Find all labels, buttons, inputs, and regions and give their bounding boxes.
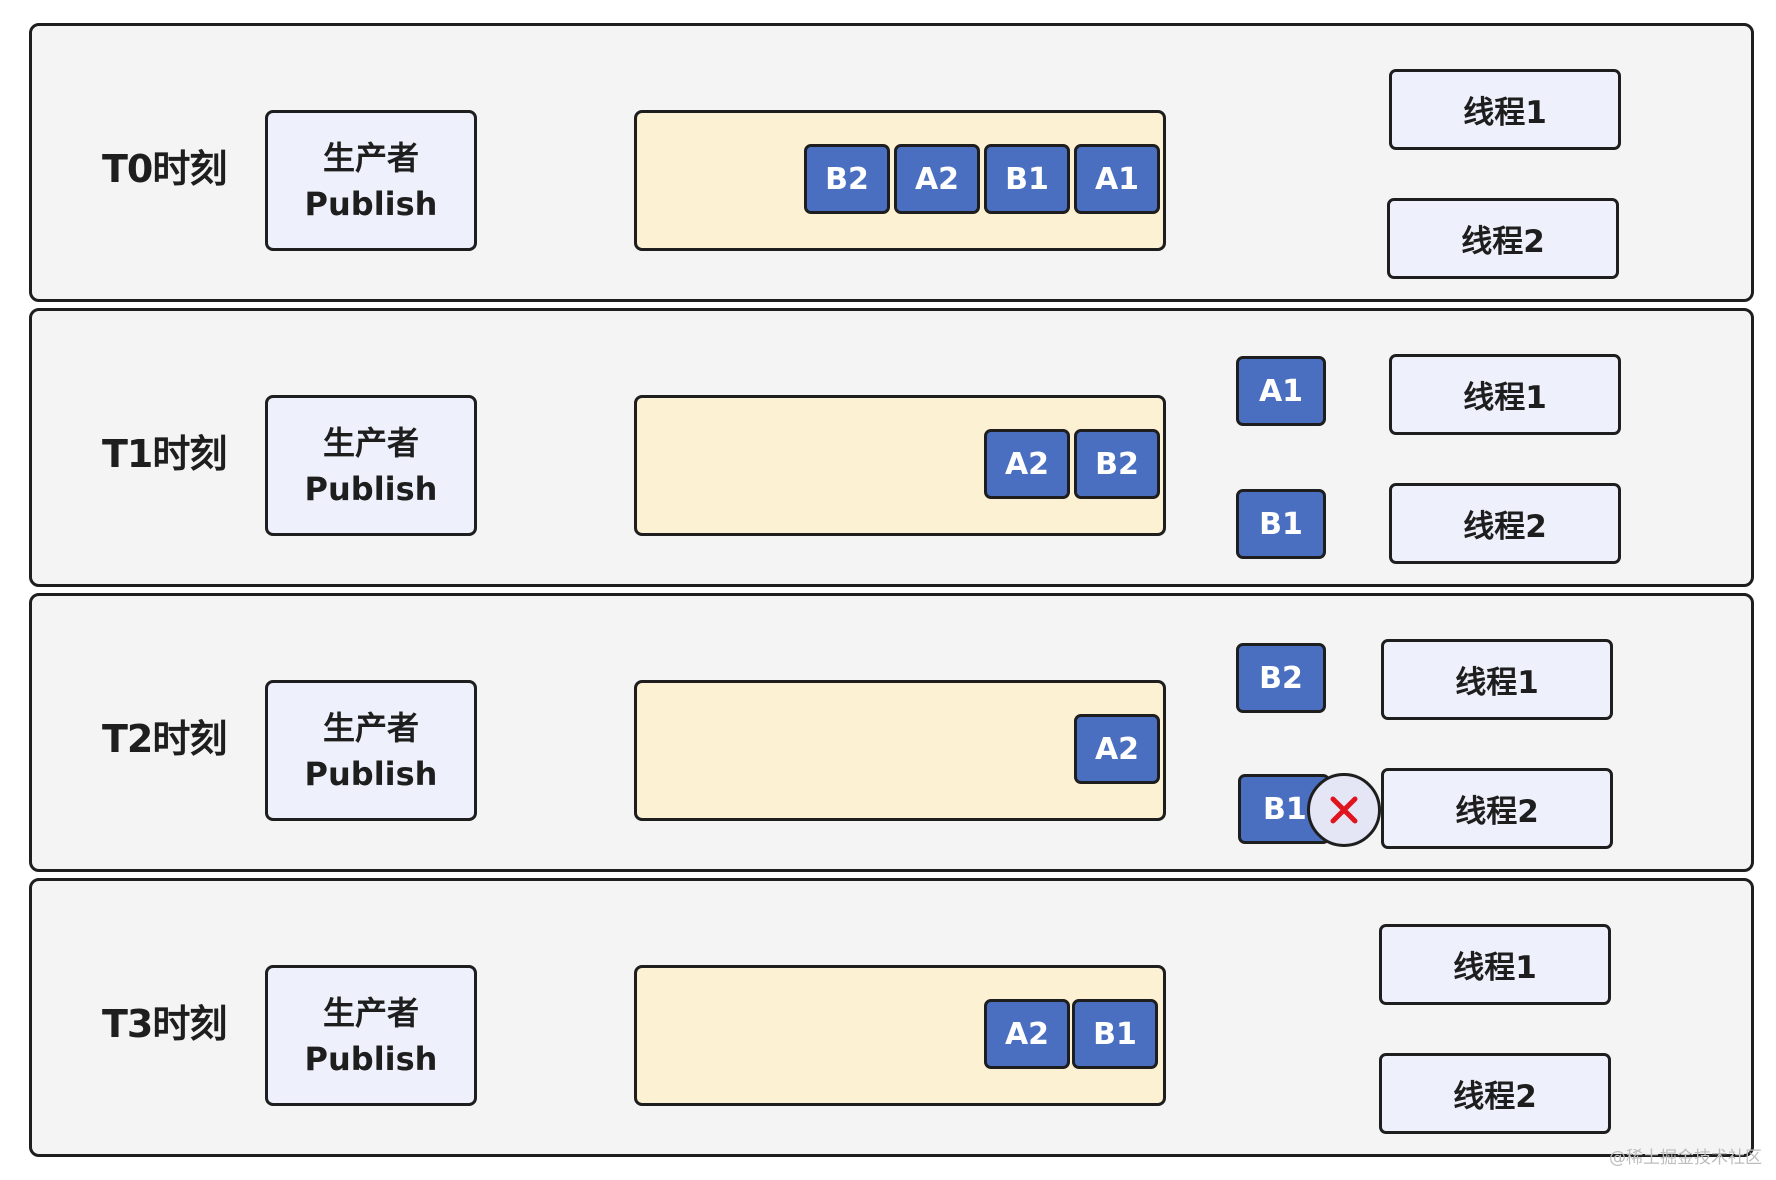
producer-title: 生产者 <box>322 138 419 177</box>
producer-box: 生产者 Publish <box>265 965 477 1106</box>
producer-subtitle: Publish <box>304 754 438 793</box>
x-icon <box>1330 796 1358 824</box>
time-label: T1时刻 <box>102 432 227 476</box>
time-label: T0时刻 <box>102 147 227 191</box>
watermark: @稀土掘金技术社区 <box>1609 1148 1762 1168</box>
thread-box-1: 线程1 <box>1389 354 1621 435</box>
producer-subtitle: Publish <box>304 469 438 508</box>
message-queue <box>634 395 1166 536</box>
thread-box-2: 线程2 <box>1381 768 1613 849</box>
queue-message: B1 <box>1072 999 1158 1069</box>
queue-message: A1 <box>1074 144 1160 214</box>
thread-box-2: 线程2 <box>1379 1053 1611 1134</box>
failure-marker <box>1307 773 1381 847</box>
producer-subtitle: Publish <box>304 184 438 223</box>
producer-title: 生产者 <box>322 993 419 1032</box>
dispatched-message: A1 <box>1236 356 1326 426</box>
thread-box-2: 线程2 <box>1389 483 1621 564</box>
producer-subtitle: Publish <box>304 1039 438 1078</box>
queue-message: A2 <box>1074 714 1160 784</box>
queue-message: B1 <box>984 144 1070 214</box>
thread-box-1: 线程1 <box>1379 924 1611 1005</box>
dispatched-message: B1 <box>1236 489 1326 559</box>
time-label: T3时刻 <box>102 1002 227 1046</box>
time-label: T2时刻 <box>102 717 227 761</box>
queue-message: A2 <box>984 999 1070 1069</box>
producer-box: 生产者 Publish <box>265 680 477 821</box>
queue-message: A2 <box>984 429 1070 499</box>
dispatched-message: B2 <box>1236 643 1326 713</box>
queue-message: A2 <box>894 144 980 214</box>
producer-title: 生产者 <box>322 708 419 747</box>
queue-message: B2 <box>1074 429 1160 499</box>
thread-box-1: 线程1 <box>1381 639 1613 720</box>
queue-message: B2 <box>804 144 890 214</box>
thread-box-1: 线程1 <box>1389 69 1621 150</box>
thread-box-2: 线程2 <box>1387 198 1619 279</box>
producer-box: 生产者 Publish <box>265 395 477 536</box>
producer-title: 生产者 <box>322 423 419 462</box>
dispatched-message-label: B1 <box>1263 791 1307 827</box>
producer-box: 生产者 Publish <box>265 110 477 251</box>
